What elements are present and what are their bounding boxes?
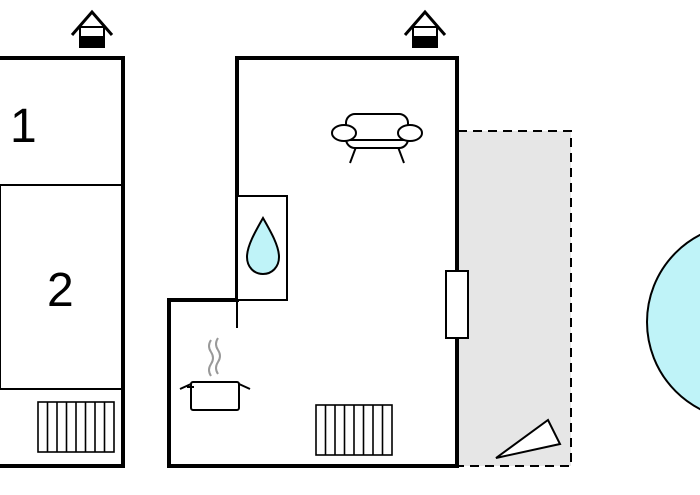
radiator-icon	[315, 404, 393, 456]
window-icon	[445, 270, 469, 339]
water-drop-icon	[245, 215, 281, 276]
deck-chair-icon	[495, 418, 562, 459]
cooking-pot-icon	[179, 337, 251, 411]
left-building: 1 2	[0, 9, 125, 468]
main-building	[167, 9, 469, 468]
terrace-area	[457, 130, 572, 467]
entrance-house-icon	[70, 9, 114, 48]
sofa-icon	[331, 113, 423, 164]
room-2-outline	[0, 184, 124, 390]
room-2-label: 2	[47, 264, 74, 317]
radiator-icon	[37, 401, 115, 453]
pool-icon	[646, 233, 700, 411]
entrance-house-icon	[403, 9, 447, 48]
room-1-label: 1	[10, 100, 37, 153]
